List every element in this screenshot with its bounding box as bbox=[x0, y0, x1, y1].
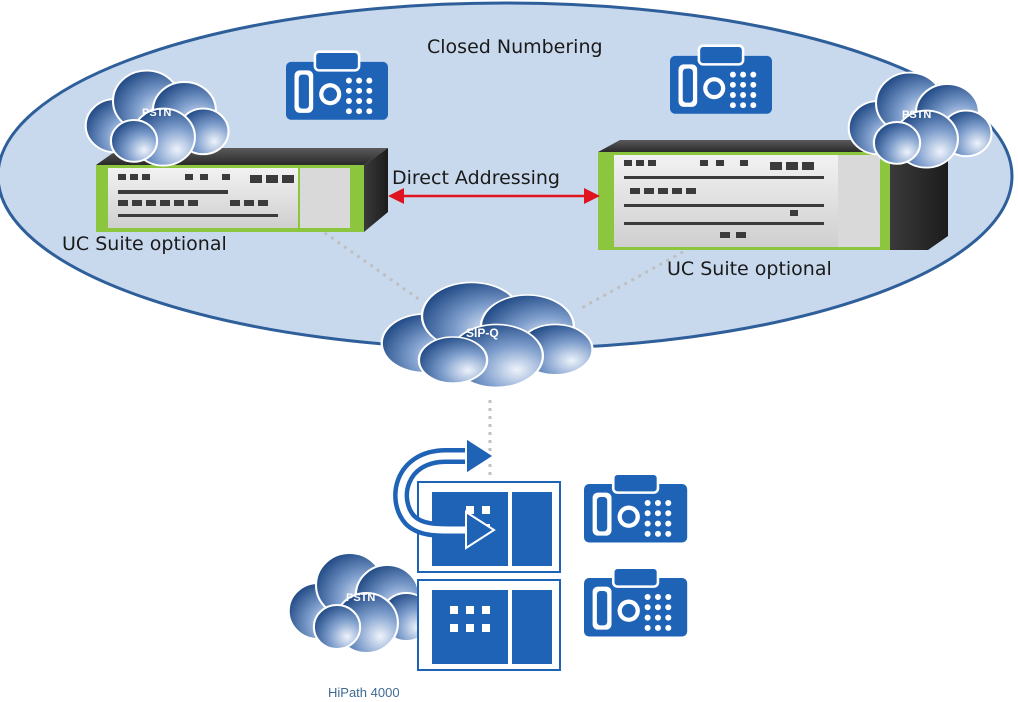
hipath-label: HiPath 4000 bbox=[328, 685, 400, 700]
phone-icon bbox=[582, 566, 689, 638]
server-chassis-icon bbox=[96, 148, 388, 232]
sip-q-cloud: SIP-Q bbox=[380, 281, 594, 389]
connection-lines bbox=[317, 226, 691, 480]
redirect-arrow-icon bbox=[393, 436, 496, 550]
pstn-cloud-left-label: PSTN bbox=[142, 107, 171, 119]
closed-numbering-label: Closed Numbering bbox=[427, 36, 603, 58]
uc-suite-left-label: UC Suite optional bbox=[62, 233, 227, 255]
uc-suite-right-label: UC Suite optional bbox=[667, 258, 832, 280]
direct-addressing-arrow bbox=[388, 188, 600, 204]
phone-icon bbox=[284, 50, 390, 121]
pstn-cloud-left: PSTN bbox=[84, 69, 230, 167]
server-chassis-icon bbox=[598, 140, 948, 250]
pstn-cloud-bottom: PSTN bbox=[287, 551, 433, 655]
phone-icon bbox=[582, 472, 689, 544]
pstn-cloud-right: PSTN bbox=[847, 71, 993, 169]
sip-q-cloud-label: SIP-Q bbox=[466, 326, 499, 340]
direct-addressing-label: Direct Addressing bbox=[392, 167, 560, 189]
phone-icon bbox=[668, 44, 774, 115]
pstn-cloud-right-label: PSTN bbox=[902, 109, 931, 121]
pstn-cloud-bottom-label: PSTN bbox=[346, 592, 375, 604]
pbx-building-icon bbox=[417, 579, 561, 671]
